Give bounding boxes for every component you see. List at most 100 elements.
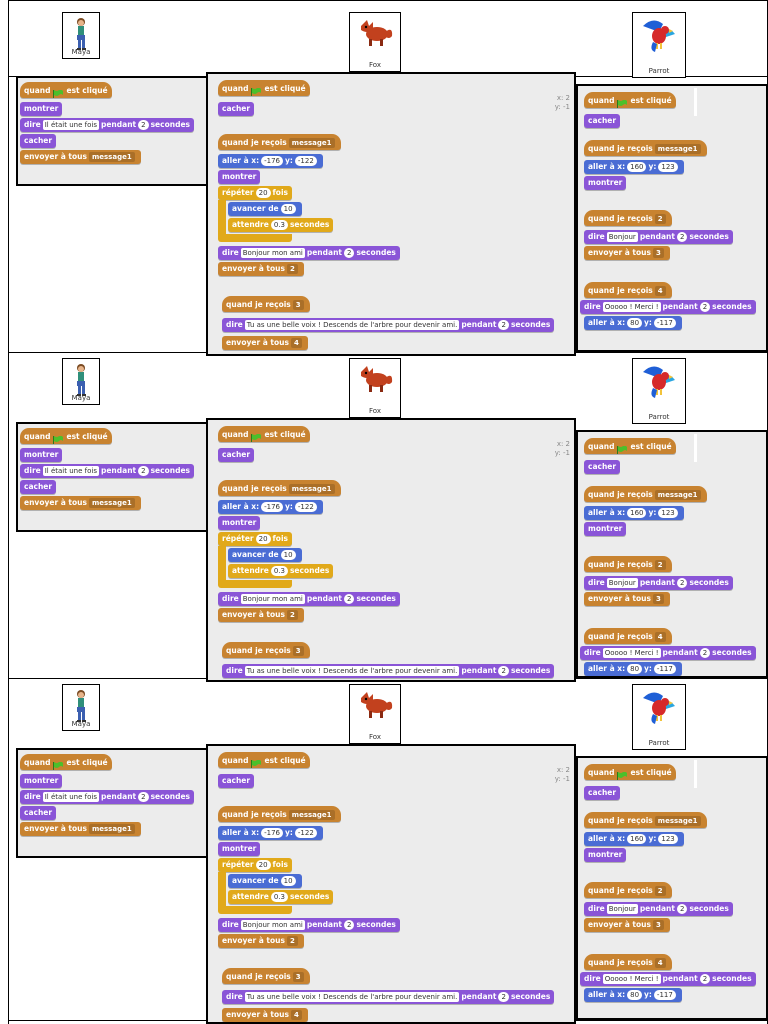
sprite-thumbnail-maya[interactable]: Maya [62,684,100,731]
sprite-thumbnail-parrot[interactable]: Parrot [632,12,686,78]
hide-block[interactable]: cacher [218,102,255,116]
scrollbar[interactable] [694,88,697,116]
show-block[interactable]: montrer [20,102,63,116]
show-block[interactable]: montrer [20,448,63,462]
show-block[interactable]: montrer [218,170,261,184]
hide-block[interactable]: cacher [584,460,621,474]
sprite-thumbnail-parrot[interactable]: Parrot [632,684,686,750]
sprite-thumbnail-maya[interactable]: Maya [62,358,100,405]
sprite-thumbnail-fox[interactable]: Fox [349,684,401,744]
hide-block[interactable]: cacher [20,134,57,148]
scrollbar[interactable] [694,760,697,788]
show-block[interactable]: montrer [20,774,63,788]
show-block[interactable]: montrer [218,842,261,856]
hide-block[interactable]: cacher [218,774,255,788]
show-block[interactable]: montrer [584,848,627,862]
hide-block[interactable]: cacher [584,786,621,800]
hide-block[interactable]: cacher [20,480,57,494]
sprite-thumbnail-parrot[interactable]: Parrot [632,358,686,424]
sprite-thumbnail-fox[interactable]: Fox [349,12,401,72]
hide-block[interactable]: cacher [20,806,57,820]
hide-block[interactable]: cacher [584,114,621,128]
show-block[interactable]: montrer [584,522,627,536]
scrollbar[interactable] [694,434,697,462]
show-block[interactable]: montrer [218,516,261,530]
hide-block[interactable]: cacher [218,448,255,462]
sprite-thumbnail-fox[interactable]: Fox [349,358,401,418]
